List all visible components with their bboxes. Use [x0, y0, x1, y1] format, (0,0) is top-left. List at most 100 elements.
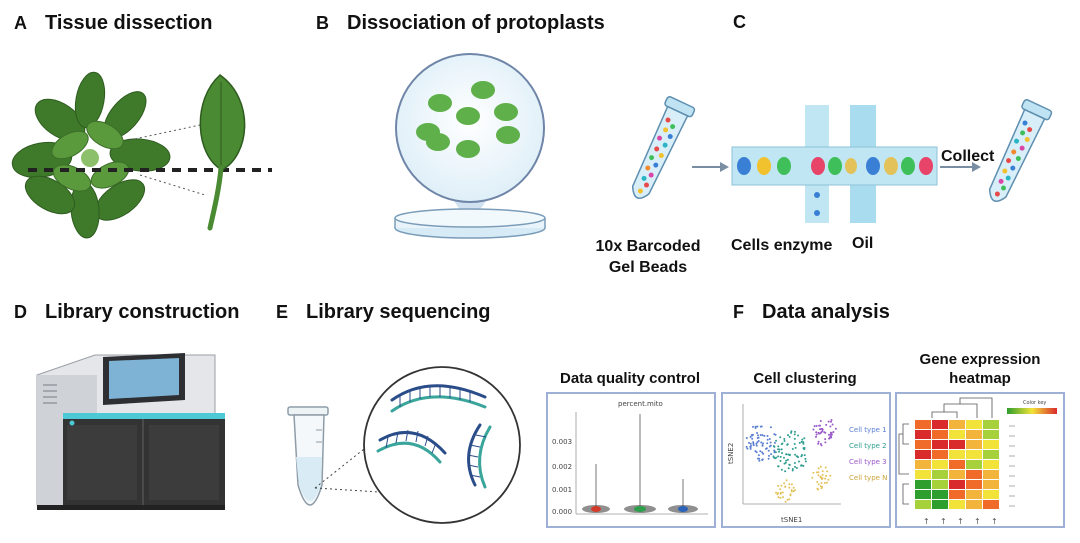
cluster-n-point: [782, 496, 784, 499]
cluster-1-point: [757, 434, 759, 437]
cluster-n-point: [820, 482, 823, 484]
cluster-2-point: [793, 437, 796, 440]
cluster-1-point: [748, 441, 750, 444]
legend-cell-type-3: Cell type 3: [849, 458, 887, 466]
tsne-xlabel: tSNE1: [781, 516, 802, 524]
cluster-2-point: [791, 448, 794, 450]
heatmap-cell: [932, 440, 948, 449]
cluster-2-point: [790, 431, 793, 434]
panel-a-letter: A: [14, 13, 27, 33]
heatmap-cell: [915, 480, 931, 489]
microfluidic-droplet-illustration: [631, 96, 1053, 223]
cluster-1-point: [755, 442, 758, 445]
cluster-n-point: [821, 470, 824, 473]
heatmap-cell: [983, 440, 999, 449]
heatmap-cell: [983, 430, 999, 439]
panel-f-header: F Data analysis: [733, 301, 890, 324]
cluster-n-point: [777, 484, 780, 487]
cluster-2-point: [783, 440, 786, 442]
cluster-2-point: [779, 455, 782, 458]
cluster-1-point: [761, 434, 764, 437]
panel-d-letter: D: [14, 302, 27, 322]
cluster-2-point: [787, 453, 790, 456]
heatmap-cell: [966, 470, 982, 479]
cluster-1-point: [749, 442, 752, 445]
cluster-n-point: [825, 481, 828, 484]
panel-f-letter: F: [733, 302, 744, 322]
cluster-n-point: [790, 490, 793, 493]
svg-text:↑: ↑: [940, 517, 947, 526]
cluster-n-point: [784, 500, 787, 503]
cluster-1-point: [762, 452, 765, 455]
panel-c-letter: C: [733, 12, 746, 32]
heatmap-cell: [949, 480, 965, 489]
legend-cell-type-2: Cell type 2: [849, 442, 887, 450]
cluster-3-point: [818, 432, 821, 435]
cluster-n-point: [817, 471, 820, 474]
heatmap-cell: [966, 440, 982, 449]
panel-d-title: Library construction: [45, 301, 240, 323]
cluster-2-point: [783, 438, 786, 440]
cluster-2-point: [785, 459, 788, 462]
rosette-plant-illustration: [11, 71, 272, 239]
heatmap-cell: [966, 480, 982, 489]
cluster-2-point: [801, 454, 803, 456]
cluster-3-point: [815, 431, 818, 434]
cluster-2-point: [804, 460, 807, 463]
cluster-n-point: [823, 482, 826, 484]
cluster-3-point: [817, 442, 820, 445]
heatmap-cell: [915, 450, 931, 459]
cluster-1-point: [766, 435, 769, 437]
cluster-n-point: [792, 486, 795, 489]
heatmap-cell: [932, 460, 948, 469]
cluster-2-point: [777, 455, 780, 458]
cluster-2-point: [798, 460, 800, 463]
panel-e-header: E Library sequencing: [276, 301, 491, 324]
cluster-n-point: [788, 483, 791, 486]
heatmap-cell: [983, 460, 999, 469]
heatmap-title-line1: Gene expression: [919, 351, 1041, 368]
cluster-2-point: [794, 453, 797, 456]
cluster-1-point: [759, 450, 762, 453]
cluster-n-point: [817, 474, 820, 477]
cluster-3-point: [832, 431, 835, 433]
cluster-1-point: [761, 458, 764, 461]
cluster-1-point: [773, 433, 776, 436]
cluster-3-point: [815, 425, 818, 427]
panel-e-letter: E: [276, 302, 289, 322]
cluster-2-point: [803, 454, 806, 457]
cluster-1-point: [773, 441, 776, 444]
cluster-2-point: [787, 467, 790, 470]
svg-text:↑: ↑: [974, 517, 981, 526]
cluster-2-point: [791, 468, 794, 470]
cluster-2-point: [777, 465, 780, 468]
cluster-3-point: [829, 425, 832, 428]
cluster-1-point: [752, 442, 755, 445]
heatmap-color-key-label: Color key: [1023, 400, 1046, 406]
cluster-n-point: [825, 474, 828, 477]
heatmap-cell: [966, 450, 982, 459]
heatmap-cell: [932, 480, 948, 489]
cluster-2-point: [784, 461, 787, 464]
heatmap-cell: [915, 490, 931, 499]
cluster-n-point: [824, 466, 827, 469]
cluster-n-point: [779, 488, 782, 491]
cluster-2-point: [786, 443, 789, 446]
cluster-1-point: [760, 441, 763, 444]
clustering-panel: tSNE1 tSNE2 Cell type 1 Cell type 2 Cell…: [721, 392, 891, 528]
cluster-2-point: [774, 451, 777, 454]
cluster-n-point: [785, 479, 788, 482]
cluster-1-point: [757, 454, 760, 457]
cluster-2-point: [772, 455, 775, 458]
heatmap-cell: [949, 420, 965, 429]
cluster-3-point: [824, 431, 827, 434]
cluster-3-point: [820, 431, 823, 434]
beads-caption-line2: Gel Beads: [608, 259, 688, 276]
cluster-n-point: [793, 489, 796, 492]
cluster-3-point: [830, 436, 833, 439]
qc-violin-plot: percent.mito 0.003 0.002 0.001 0.000: [552, 400, 708, 516]
cluster-n-point: [819, 465, 822, 468]
beads-caption-line1: 10x Barcoded: [595, 238, 701, 255]
cluster-1-point: [765, 447, 767, 450]
cluster-n-point: [777, 496, 780, 499]
